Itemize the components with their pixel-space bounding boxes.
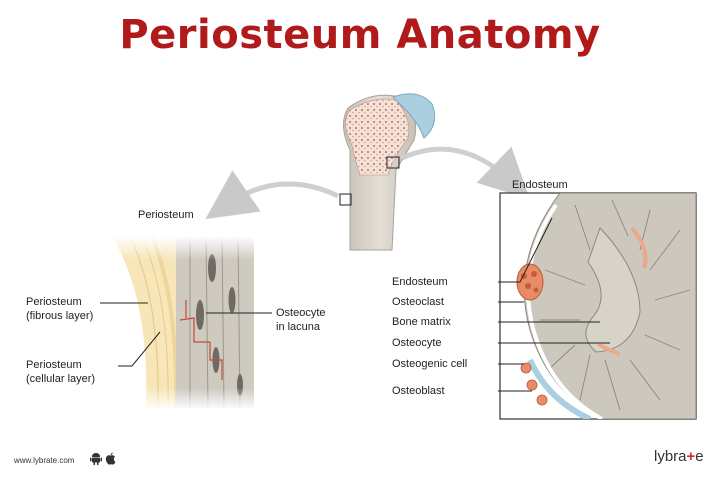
periosteum-fibrous-label-line2: (fibrous layer) bbox=[26, 310, 94, 322]
bone-matrix-label: Bone matrix bbox=[392, 316, 451, 328]
endosteum-section bbox=[499, 192, 697, 420]
periosteum-cellular-label-line2: (cellular layer) bbox=[26, 373, 96, 385]
footer-url[interactable]: www.lybrate.com bbox=[14, 456, 75, 465]
arrow-to-periosteum bbox=[205, 170, 340, 220]
osteocyte-label: Osteocyte bbox=[392, 337, 442, 349]
femur-illustration bbox=[339, 93, 436, 251]
android-icon[interactable] bbox=[90, 452, 102, 465]
periosteum-header-label: Periosteum bbox=[138, 209, 194, 221]
periosteum-fibrous-label-line1: Periosteum bbox=[26, 296, 82, 308]
brand-logo[interactable]: lybra+e bbox=[654, 448, 704, 465]
endosteum-label: Endosteum bbox=[392, 276, 448, 288]
osteocyte-lacuna-label-line2: in lacuna bbox=[276, 321, 321, 333]
brand-logo-plus: + bbox=[686, 448, 696, 465]
periosteum-cellular-label-line1: Periosteum bbox=[26, 359, 82, 371]
osteoblast-label: Osteoblast bbox=[392, 385, 445, 397]
periosteum-section bbox=[110, 235, 300, 410]
osteogenic-cell-label: Osteogenic cell bbox=[392, 358, 468, 370]
brand-logo-prefix: lybra bbox=[654, 448, 687, 465]
apple-icon[interactable] bbox=[105, 452, 116, 465]
leader-lines bbox=[100, 217, 610, 392]
osteoclast-label: Osteoclast bbox=[392, 296, 444, 308]
brand-logo-suffix: e bbox=[695, 448, 704, 465]
page-title: Periosteum Anatomy bbox=[119, 12, 601, 58]
endosteum-header-label: Endosteum bbox=[512, 179, 568, 191]
osteocyte-lacuna-label-line1: Osteocyte bbox=[276, 307, 326, 319]
arrow-to-endosteum bbox=[400, 146, 531, 200]
